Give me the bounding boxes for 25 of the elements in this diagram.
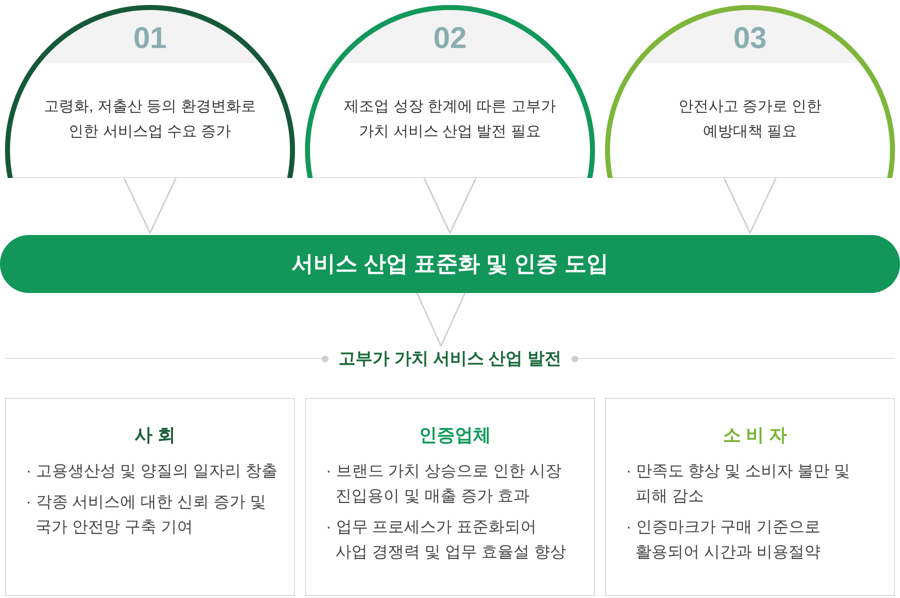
pointer-arrow [416, 292, 466, 347]
bullet-text: · 브랜드 가치 상승으로 인한 시장 진입용이 및 매출 증가 효과 [326, 462, 563, 507]
bullet-text: · 업무 프로세스가 표준화되어 사업 경쟁력 및 업무 효율설 향상 [326, 518, 567, 563]
bullet-text: · 각종 서비스에 대한 신뢰 증가 및 국가 안전망 구축 기여 [26, 493, 267, 538]
info-card [305, 398, 595, 596]
description-text: 고령화, 저출산 등의 환경변화로 인한 서비스업 수요 증가 [43, 97, 257, 142]
info-card [605, 398, 895, 596]
step-number: 02 [433, 22, 467, 56]
description-text: 제조업 성장 한계에 따른 고부가 가치 서비스 산업 발전 필요 [343, 97, 557, 142]
card-heading: 소 비 자 [722, 424, 787, 447]
card-heading: 인증업체 [419, 424, 491, 447]
card-heading: 사 회 [134, 424, 176, 447]
info-card [5, 398, 295, 596]
banner [0, 235, 900, 293]
bullet-text: · 인증마크가 구매 기준으로 활용되어 시간과 비용절약 [626, 518, 822, 563]
bullet-text: · 만족도 향상 및 소비자 불만 및 피해 감소 [626, 462, 851, 507]
pointer-arrow [423, 177, 477, 234]
pointer-arrow [723, 177, 777, 234]
step-number: 03 [733, 22, 767, 56]
pointer-arrow [123, 177, 177, 234]
banner-title: 서비스 산업 표준화 및 인증 도입 [292, 250, 608, 278]
step-number: 01 [133, 22, 167, 56]
section-heading: 고부가 가치 서비스 산업 발전 [338, 348, 562, 369]
bullet-text: · 고용생산성 및 양질의 일자리 창출 [26, 462, 278, 482]
description-text: 안전사고 증가로 인한 예방대책 필요 [677, 97, 823, 142]
